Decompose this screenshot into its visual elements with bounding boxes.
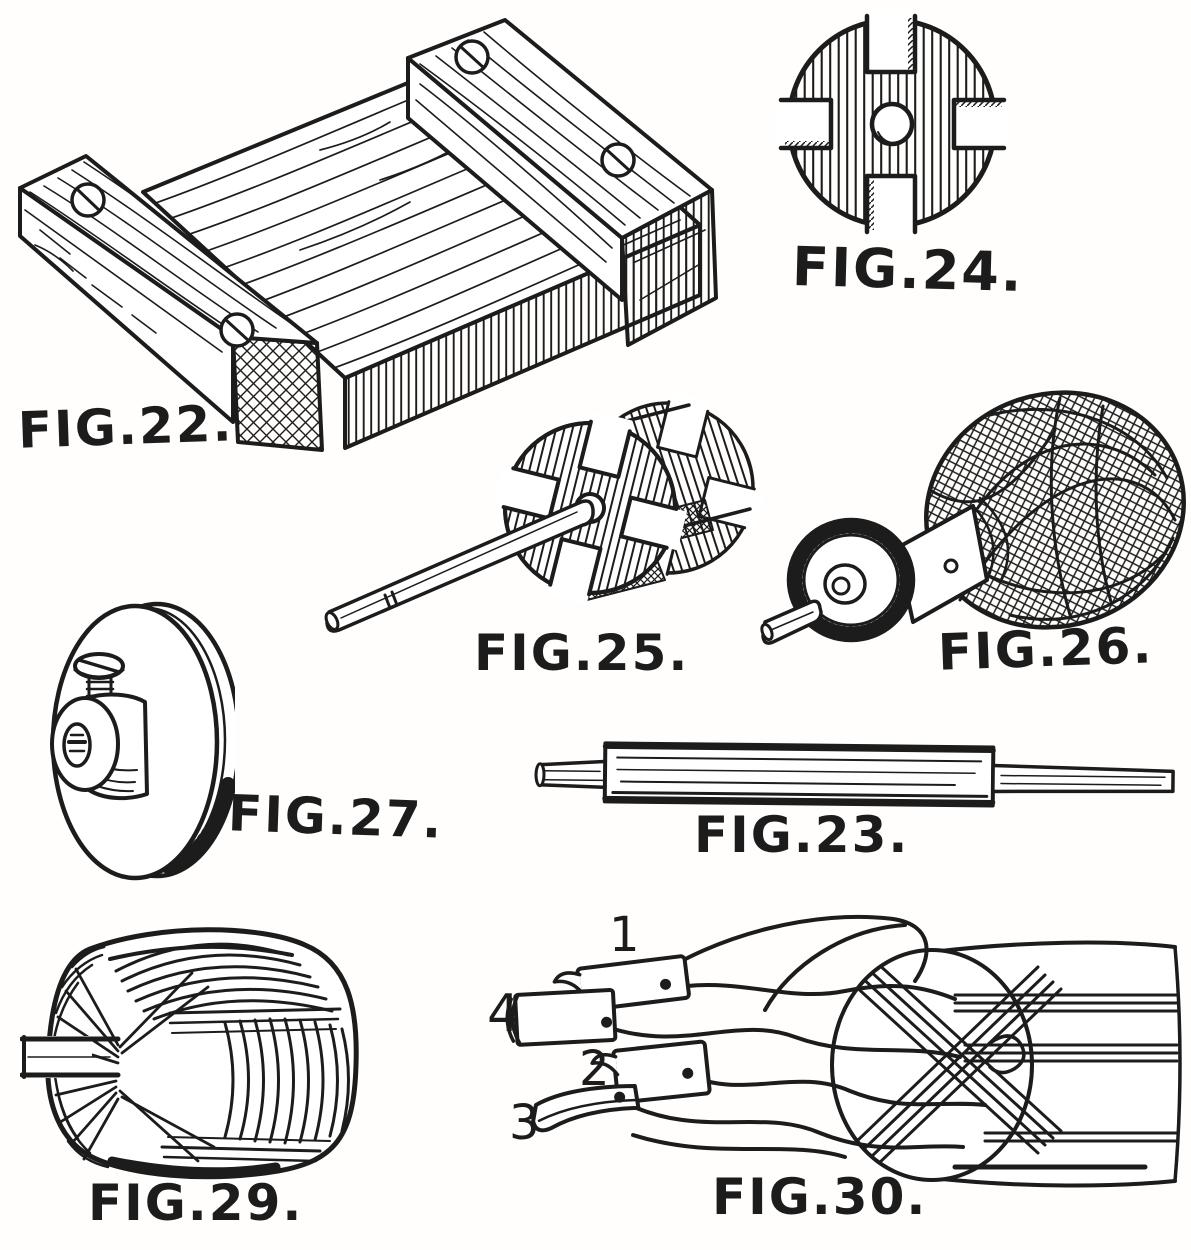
fig30-winding-diagram-drawing: 1 4 2 3 [485,895,1191,1195]
fig27-caption: FIG.27. [227,784,445,850]
fig29-wound-armature-end-drawing [20,915,370,1190]
shaft [324,499,595,633]
fig26-wound-armature-drawing [755,370,1191,660]
screw-head [454,39,490,75]
fig26-svg [760,390,1186,645]
screw-head [600,142,636,178]
fig22-svg [18,18,718,452]
fig24-svg [775,10,1010,238]
fig29-caption: FIG.29. [88,1174,304,1232]
commutator-knurled-disc [786,517,916,643]
fig23-shaft-drawing [525,738,1185,813]
right-batten [406,18,718,347]
fig23-caption: FIG.23. [694,806,910,864]
wood-grain [419,31,691,226]
fig27-pulley-drawing [35,598,235,888]
right-winding-band [223,1017,350,1145]
lead-label-3: 3 [509,1095,540,1151]
commutator-segment-4 [505,988,618,1047]
lead-label-2: 2 [579,1041,610,1097]
fig27-svg [50,601,235,881]
fig24-caption: FIG.24. [791,234,1025,305]
fig23-svg [534,741,1175,808]
fig29-svg [20,927,359,1180]
shaft-hole [869,101,915,147]
shaft-sleeve [602,741,996,808]
winding-bands [832,947,1179,1183]
hub-bore [62,722,92,768]
lamination-notches [775,10,1010,238]
fig25-armature-core-drawing [315,380,775,640]
shaft [760,599,823,645]
lead-wires [605,914,987,1159]
screw-head [70,182,106,218]
fig30-svg: 1 4 2 3 [487,907,1182,1188]
fig25-caption: FIG.25. [474,624,690,682]
left-batten [18,154,324,452]
fig30-caption: FIG.30. [712,1168,928,1226]
fig22-wooden-baseboard-drawing [0,0,720,470]
armature-cylinder [830,940,1182,1188]
commutator-segment-2 [590,1039,712,1105]
commutator-segment-3 [531,1084,641,1133]
fig22-caption: FIG.22. [17,394,235,460]
lead-label-4: 4 [487,984,520,1044]
screw-head [219,312,255,348]
wire-hook [988,1034,1026,1075]
shaft-right-end [991,763,1175,794]
shaft-left-end [534,759,609,790]
shaft [20,1035,121,1079]
fig24-lamination-disc-drawing [775,10,1010,238]
lead-label-1: 1 [609,907,640,963]
pulley-hub [50,692,149,801]
fig25-svg [324,390,766,633]
fig26-caption: FIG.26. [937,616,1155,682]
